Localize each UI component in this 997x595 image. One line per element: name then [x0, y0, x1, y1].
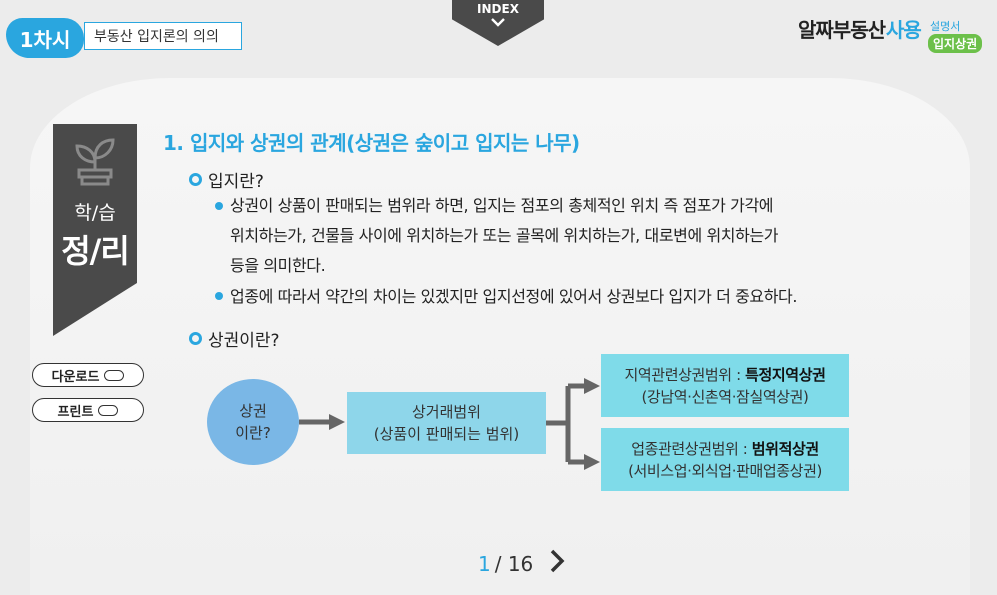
summary-label-top: 학/습: [74, 202, 116, 224]
paragraph-line: 위치하는가, 건물들 사이에 위치하는가 또는 골목에 위치하는가, 대로변에 …: [230, 226, 779, 245]
lesson-badge: 1차시: [6, 18, 84, 58]
chevron-down-icon: [452, 18, 544, 28]
question-location-text: 입지란?: [208, 172, 264, 192]
summary-label-bottom: 정/리: [61, 232, 130, 270]
brand-logo: 알짜부동산 사용 설명서 입지상권: [798, 12, 983, 56]
regional-line-2: (강남역·신촌역·잠실역상권): [641, 387, 809, 406]
logo-text-small: 설명서: [930, 20, 961, 33]
download-label: 다운로드: [51, 369, 100, 385]
chevron-right-icon: [551, 549, 565, 573]
circle-bullet-icon: [189, 332, 202, 345]
paragraph-line: 등을 의미한다.: [230, 256, 326, 275]
mid-text-2: (상품이 판매되는 범위): [373, 425, 520, 443]
logo-tag: 입지상권: [928, 34, 983, 53]
question-trade-area: 상권이란?: [189, 326, 280, 351]
bullet-dot-icon: [215, 202, 223, 210]
lesson-title: 부동산 입지론의 의의: [84, 22, 242, 50]
section-heading: 1. 입지와 상권의 관계(상권은 숲이고 입지는 나무): [163, 131, 580, 155]
print-button[interactable]: 프린트: [32, 398, 144, 422]
diagram-box-trade-range: 상거래범위 (상품이 판매되는 범위): [347, 392, 546, 454]
circle-text-1: 상권: [239, 402, 267, 420]
download-icon: [104, 369, 125, 381]
index-label: INDEX: [477, 2, 519, 16]
question-trade-area-text: 상권이란?: [208, 331, 280, 351]
branch-arrow-icon: [546, 378, 600, 470]
print-label: 프린트: [57, 404, 94, 420]
regional-line-1: 지역관련상권범위 : 특정지역상권: [624, 365, 826, 384]
industry-line-2: (서비스업·외식업·판매업종상권): [628, 461, 822, 480]
circle-text-2: 이란?: [235, 424, 271, 442]
paragraph-line: 상권이 상품이 판매되는 범위라 하면, 입지는 점포의 총체적인 위치 즉 점…: [230, 196, 774, 215]
paragraph-line: 업종에 따라서 약간의 차이는 있겠지만 입지선정에 있어서 상권보다 입지가 …: [230, 287, 798, 306]
content-card: [30, 78, 970, 595]
page-current: 1: [478, 551, 491, 576]
next-page-button[interactable]: [549, 549, 565, 578]
industry-line-1: 업종관련상권범위 : 범위적상권: [631, 439, 819, 458]
summary-ribbon: 학/습 정/리: [53, 124, 137, 336]
print-icon: [98, 404, 119, 416]
download-button[interactable]: 다운로드: [32, 363, 144, 387]
question-location: 입지란?: [189, 167, 264, 192]
sprout-icon: [75, 138, 115, 186]
bullet-dot-icon: [215, 292, 223, 300]
logo-text-accent: 사용: [886, 18, 922, 42]
mid-text-1: 상거래범위: [411, 403, 481, 421]
diagram-box-regional: 지역관련상권범위 : 특정지역상권 (강남역·신촌역·잠실역상권): [601, 354, 849, 417]
arrow-right-icon: [299, 414, 345, 430]
circle-bullet-icon: [189, 173, 202, 186]
pagination: 1 / 16: [478, 549, 565, 578]
diagram-box-industry: 업종관련상권범위 : 범위적상권 (서비스업·외식업·판매업종상권): [601, 428, 849, 491]
page-total: / 16: [494, 551, 534, 576]
diagram-circle: 상권 이란?: [207, 379, 299, 465]
logo-text-main: 알짜부동산: [798, 18, 886, 42]
